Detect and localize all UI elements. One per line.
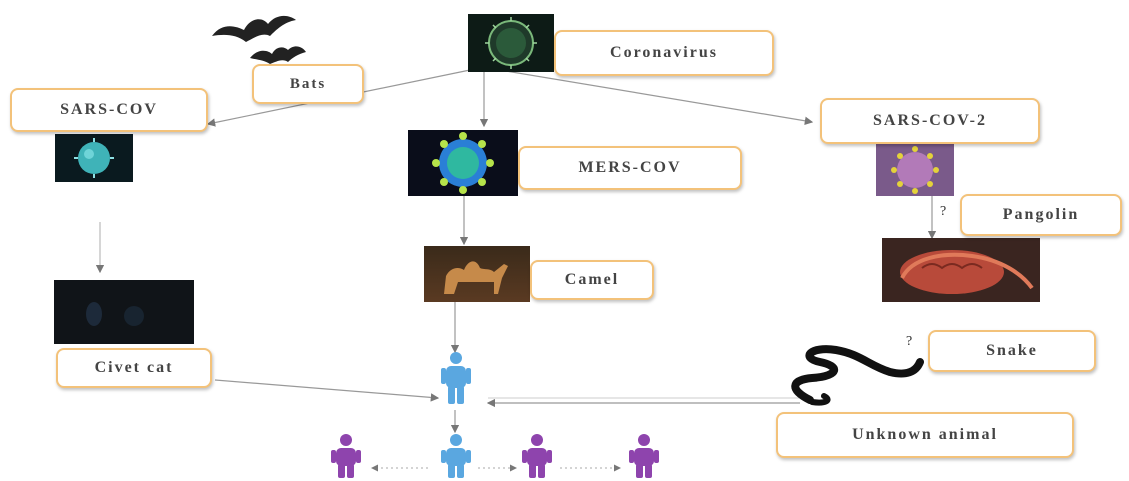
- pangolin-image: [882, 238, 1040, 302]
- coronavirus-label: Coronavirus: [554, 30, 774, 76]
- arrow-coronavirus-to-sars-cov-2: [499, 69, 814, 125]
- human-icon-right: [629, 434, 659, 478]
- camel-label: Camel: [530, 260, 654, 300]
- sars-cov-virus-image: [55, 134, 133, 182]
- sars-cov-2-label: SARS-COV-2: [820, 98, 1040, 144]
- mers-cov-label: MERS-COV: [518, 146, 742, 190]
- civet-cat-image: [54, 280, 194, 344]
- camel-image: [424, 246, 530, 302]
- unknown-animal-label: Unknown animal: [776, 412, 1074, 458]
- coronavirus-image: [468, 14, 554, 72]
- human-icon-middle-right: [522, 434, 552, 478]
- snake-question-mark: ?: [906, 334, 913, 349]
- sars-cov-2-virus-image: [876, 144, 954, 196]
- civet-cat-label: Civet cat: [56, 348, 212, 388]
- human-icon-left: [331, 434, 361, 478]
- arrow-civet-to-human: [214, 379, 440, 402]
- human-icon-center: [441, 434, 471, 478]
- pangolin-label: Pangolin: [960, 194, 1122, 236]
- sars-cov-label: SARS-COV: [10, 88, 208, 132]
- snake-label: Snake: [928, 330, 1096, 372]
- mers-cov-virus-image: [408, 130, 518, 196]
- pangolin-question-mark: ?: [940, 204, 947, 219]
- bats-label: Bats: [252, 64, 364, 104]
- infected-human-icon: [441, 352, 471, 404]
